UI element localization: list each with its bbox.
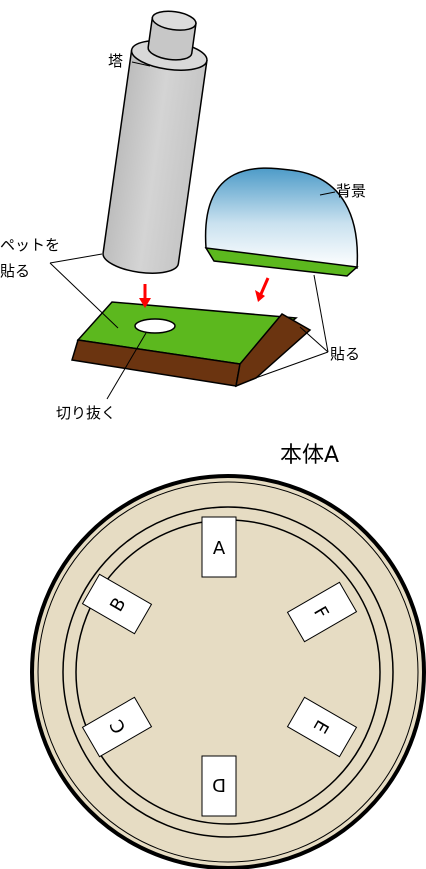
slot-d: D bbox=[201, 755, 237, 817]
background-dome bbox=[204, 167, 359, 277]
arrow-down-left bbox=[139, 284, 151, 308]
base-platform bbox=[71, 301, 312, 388]
slot-f: F bbox=[286, 581, 358, 643]
label-background: 背景 bbox=[336, 182, 366, 200]
slot-a-label: A bbox=[213, 538, 226, 559]
slot-c: C bbox=[81, 696, 153, 758]
body-disc bbox=[30, 474, 426, 869]
slot-b: B bbox=[81, 573, 153, 635]
leader-lines bbox=[49, 61, 336, 400]
label-tower: 塔 bbox=[108, 52, 123, 70]
slot-a: A bbox=[201, 516, 237, 578]
tower-illustration bbox=[102, 10, 208, 274]
slot-e: E bbox=[286, 696, 358, 758]
arrow-down-right bbox=[255, 277, 270, 302]
label-paste-sheet-line2: 貼る bbox=[0, 262, 30, 280]
cutout-hole bbox=[134, 318, 176, 334]
label-paste-sheet-line1: ペットを bbox=[0, 236, 60, 254]
label-body: 本体A bbox=[280, 443, 339, 468]
slot-d-label: D bbox=[212, 774, 226, 795]
label-paste: 貼る bbox=[330, 345, 360, 363]
label-cut-out: 切り抜く bbox=[56, 404, 116, 422]
